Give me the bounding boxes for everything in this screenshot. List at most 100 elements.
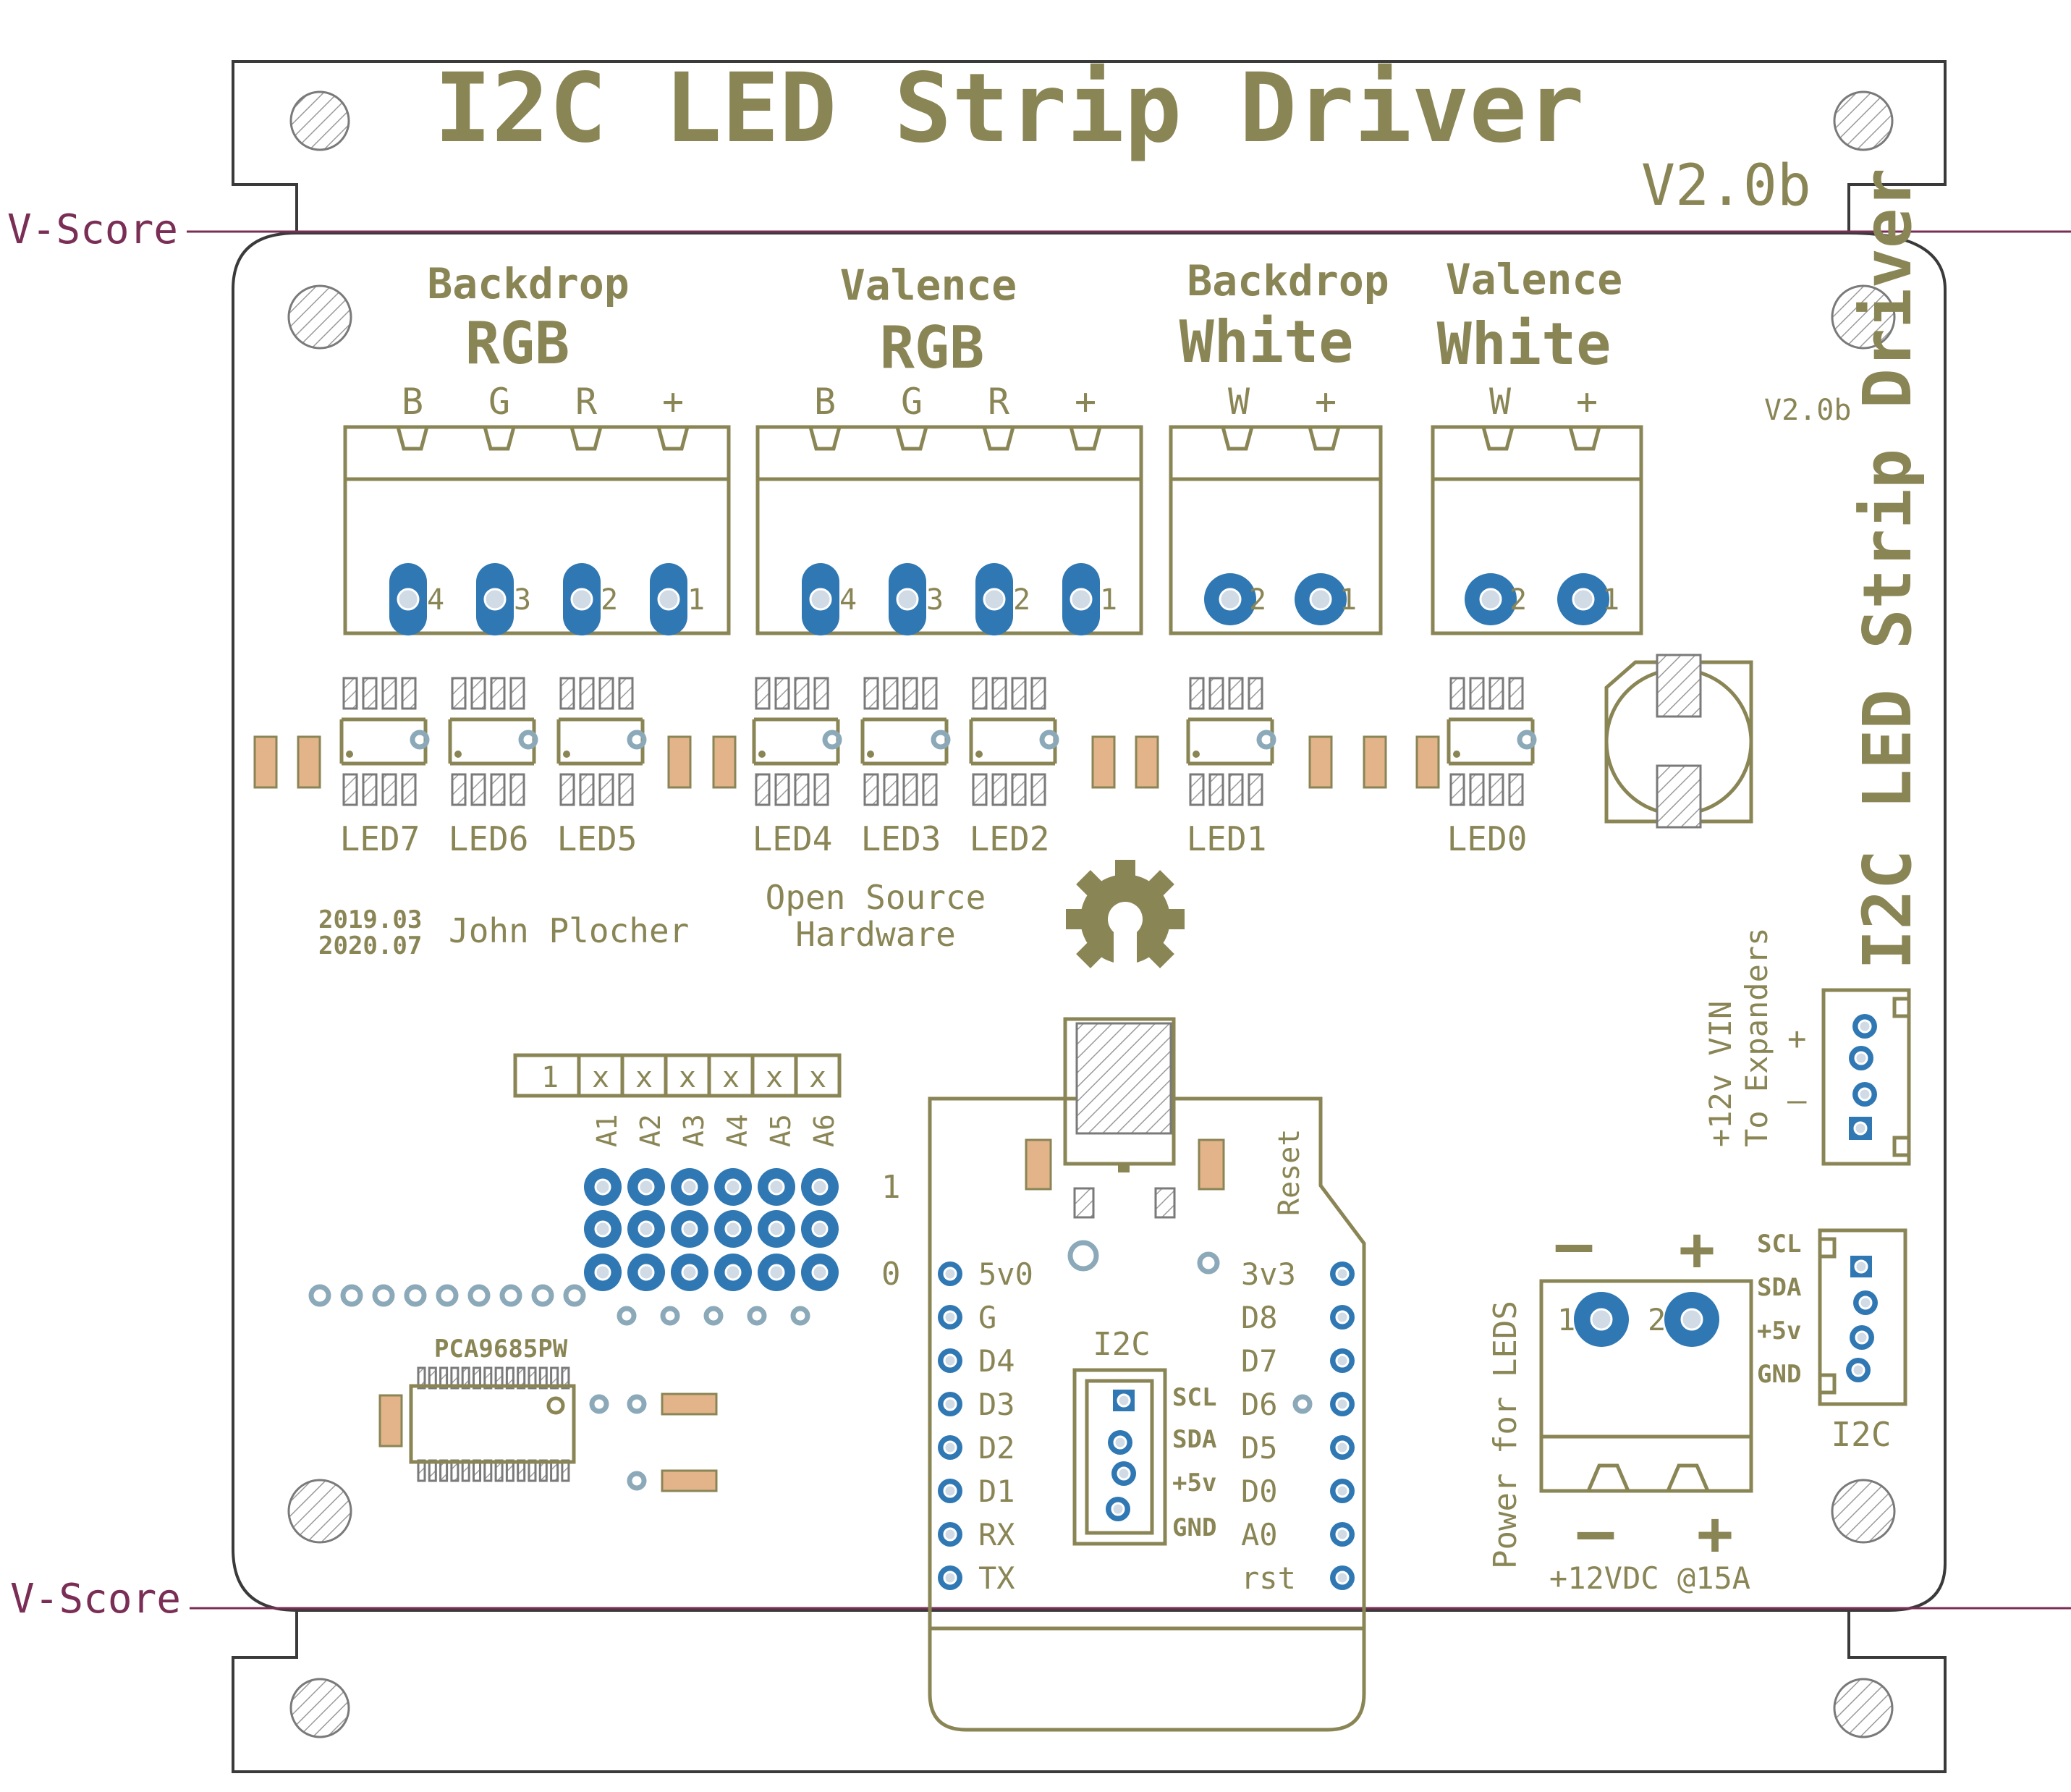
- mcu-pin-label: A0: [1241, 1517, 1278, 1552]
- chip-label: PCA9685PW: [434, 1335, 568, 1364]
- address-label: A4: [721, 1114, 753, 1147]
- via: [499, 1284, 522, 1307]
- address-label: A5: [765, 1114, 797, 1147]
- pin-number: 2: [601, 583, 618, 617]
- pin-label: W: [1489, 381, 1512, 423]
- reset-label: Reset: [1273, 1129, 1306, 1216]
- connector-backdrop-white: Backdrop White W + 2 1: [1169, 256, 1389, 635]
- via: [308, 1284, 331, 1307]
- mounting-hole-icon: [1833, 90, 1894, 151]
- mosfet-footprint: [969, 677, 1059, 806]
- power-plus-top: +: [1679, 1214, 1716, 1285]
- oshw-text: Open Source: [766, 878, 986, 917]
- pca9685-chip: PCA9685PW: [378, 1335, 718, 1492]
- connector-subheading: White: [1180, 308, 1354, 376]
- connector-subheading: RGB: [880, 314, 985, 381]
- connector-valence-white: Valence White W + 2 1: [1431, 255, 1643, 635]
- pin-label: B: [814, 381, 836, 423]
- connector-subheading: RGB: [465, 310, 570, 377]
- led-label: LED2: [970, 819, 1050, 858]
- mcu-pin-label: G: [978, 1300, 996, 1335]
- i2c-pin-label: SCL: [1757, 1230, 1801, 1259]
- power-minus-bottom: –: [1577, 1496, 1614, 1567]
- pin-label: R: [988, 381, 1010, 423]
- power-rating: +12VDC @15A: [1549, 1560, 1750, 1596]
- mounting-hole-icon: [287, 284, 352, 350]
- power-minus-top: –: [1556, 1209, 1593, 1280]
- address-jumper-table: 1 x x x x x x A1 A2 A3 A4 A5 A6: [513, 1053, 842, 1147]
- mcu-pin-label: D6: [1241, 1387, 1278, 1422]
- mosfet-footprint: [448, 677, 538, 806]
- mosfet-footprints: [339, 677, 1537, 806]
- via: [436, 1284, 459, 1307]
- side-version: V2.0b: [1764, 394, 1851, 427]
- via: [467, 1284, 491, 1307]
- mosfet-footprint: [752, 677, 842, 806]
- address-cell: x: [679, 1061, 696, 1094]
- power-terminal: Power for LEDS – + 1 2 – + +12VDC @15A: [1487, 1209, 1753, 1596]
- mounting-hole-icon: [1833, 1678, 1894, 1738]
- expander-label: To Expanders: [1739, 928, 1774, 1147]
- resistors: [253, 735, 1440, 789]
- mcu-pin-label: rst: [1241, 1560, 1296, 1596]
- i2c-pin-label: SCL: [1172, 1383, 1216, 1412]
- vscore-label: V-Score: [7, 206, 178, 253]
- via: [340, 1284, 363, 1307]
- vscore-label: V-Score: [10, 1576, 181, 1623]
- capacitor: [1604, 654, 1753, 829]
- expander-label: +12v VIN: [1703, 1001, 1738, 1147]
- mcu-pin-label: D1: [978, 1474, 1015, 1509]
- via: [703, 1306, 724, 1326]
- via: [790, 1306, 810, 1326]
- led-label: LED4: [753, 819, 833, 858]
- pin-label: W: [1228, 381, 1250, 423]
- i2c-pin-label: +5v: [1172, 1468, 1216, 1497]
- address-label: A3: [678, 1114, 710, 1147]
- mcu-pin-label: D4: [978, 1343, 1015, 1379]
- power-pin-number: 2: [1648, 1302, 1666, 1337]
- i2c-pin-label: SDA: [1757, 1273, 1801, 1302]
- pin-number: 3: [514, 583, 531, 617]
- pin-label: B: [402, 381, 423, 423]
- led-label: LED5: [557, 819, 638, 858]
- mounting-hole-icon: [1831, 284, 1896, 350]
- address-label: A2: [635, 1114, 666, 1147]
- pin-number: 2: [1249, 583, 1266, 617]
- side-title: I2C LED Strip Driver: [1849, 168, 1926, 970]
- pin-label: R: [575, 381, 598, 423]
- address-cell: x: [722, 1061, 740, 1094]
- led-label: LED1: [1187, 819, 1267, 858]
- connector-valence-rgb: Valence RGB B G R + 4 3 2 1: [755, 261, 1143, 635]
- pin-label: +: [1315, 381, 1337, 423]
- pin-number: 1: [1100, 583, 1117, 617]
- power-plus-bottom: +: [1697, 1498, 1734, 1569]
- via: [617, 1306, 637, 1326]
- pin-label: +: [1075, 381, 1096, 423]
- mounting-hole-icon: [289, 90, 350, 151]
- mosfet-footprint: [1186, 677, 1276, 806]
- via: [747, 1306, 767, 1326]
- led-labels: LED7 LED6 LED5 LED4 LED3 LED2 LED1 LED0: [340, 819, 1528, 858]
- mounting-hole-icon: [287, 1479, 352, 1544]
- connector-backdrop-rgb: Backdrop RGB B G R + 4 3 2 1: [343, 259, 731, 635]
- address-jumper-grid: [584, 1168, 839, 1291]
- i2c-pin-label: GND: [1757, 1360, 1801, 1389]
- oshw-gear-icon: [1066, 860, 1185, 973]
- i2c-pin-label: +5v: [1757, 1316, 1801, 1345]
- led-label: LED3: [861, 819, 941, 858]
- pin-number: 1: [1339, 583, 1357, 617]
- i2c-pin-label: SDA: [1172, 1425, 1216, 1454]
- mcu-pin-label: 3v3: [1241, 1256, 1296, 1292]
- pin-label: +: [1576, 381, 1598, 423]
- power-side-label: Power for LEDS: [1487, 1301, 1524, 1569]
- address-cell: x: [766, 1061, 783, 1094]
- mosfet-footprint: [860, 677, 951, 806]
- board-version: V2.0b: [1641, 153, 1811, 219]
- mcu-pin-label: D8: [1241, 1300, 1278, 1335]
- mounting-hole-icon: [289, 1678, 350, 1738]
- board-title: I2C LED Strip Driver: [434, 53, 1584, 164]
- via: [531, 1284, 554, 1307]
- address-cell: x: [635, 1061, 653, 1094]
